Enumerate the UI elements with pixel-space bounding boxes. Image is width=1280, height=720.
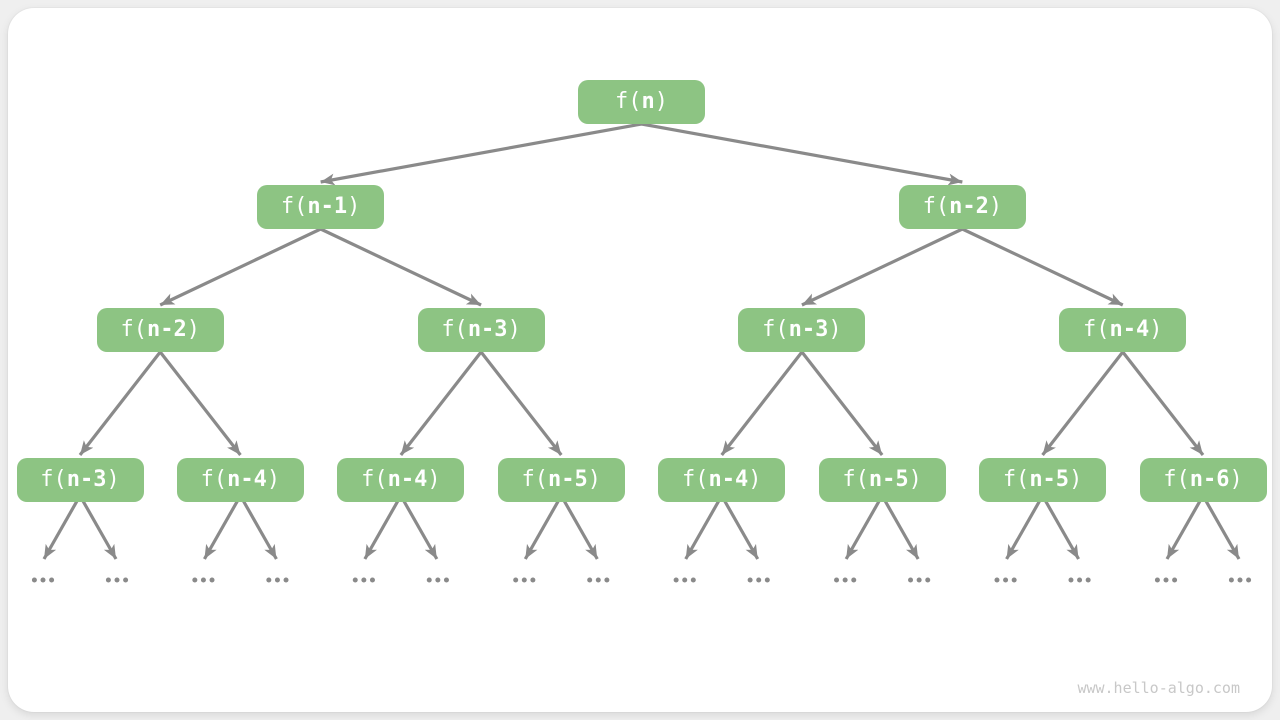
- ellipsis-leaf: [747, 577, 770, 583]
- ellipsis-leaf: [513, 577, 536, 583]
- ellipsis-leaf: [266, 577, 289, 583]
- tree-edge: [319, 227, 482, 307]
- tree-edge: [242, 500, 278, 560]
- tree-edge: [399, 351, 483, 456]
- tree-edge: [78, 351, 162, 456]
- ellipsis-leaf: [834, 577, 857, 583]
- tree-edge: [1044, 500, 1080, 560]
- tree-edge: [723, 500, 760, 560]
- ellipsis-leaf: [105, 577, 129, 583]
- ellipsis-leaf: [587, 577, 610, 583]
- tree-edge: [479, 351, 563, 456]
- tree-edge: [1121, 351, 1205, 456]
- tree-edge: [1165, 500, 1202, 560]
- tree-edge: [961, 227, 1124, 307]
- ellipsis-leaf: [1154, 577, 1178, 583]
- tree-edge: [159, 227, 322, 307]
- tree-edge: [1204, 500, 1241, 560]
- tree-edge: [684, 500, 721, 560]
- tree-edge: [720, 351, 804, 456]
- tree-edge: [203, 500, 239, 560]
- ellipsis-leaf: [192, 577, 215, 583]
- tree-edge: [42, 500, 79, 560]
- tree-edge: [883, 500, 920, 560]
- ellipsis-leaf: [1068, 577, 1091, 583]
- ellipsis-leaf: [908, 577, 931, 583]
- ellipsis-leaf: [31, 577, 55, 583]
- tree-edge: [363, 500, 400, 560]
- tree-edge: [402, 500, 439, 560]
- watermark: www.hello-algo.com: [1077, 679, 1240, 697]
- tree-edge: [801, 227, 964, 307]
- tree-edge: [844, 500, 881, 560]
- ellipsis-leaf: [673, 577, 696, 583]
- tree-edge: [81, 500, 118, 560]
- ellipsis-leaf: [1228, 577, 1252, 583]
- ellipsis-leaf: [994, 577, 1017, 583]
- tree-edge: [562, 500, 599, 560]
- ellipsis-leaf: [352, 577, 375, 583]
- tree-edge: [800, 351, 884, 456]
- ellipsis-leaf: [426, 577, 449, 583]
- tree-edge: [158, 351, 242, 456]
- tree-edge: [1041, 351, 1125, 456]
- tree-edge: [320, 122, 642, 186]
- tree-edge: [523, 500, 560, 560]
- tree-edge: [1005, 500, 1041, 560]
- tree-edge: [641, 122, 963, 186]
